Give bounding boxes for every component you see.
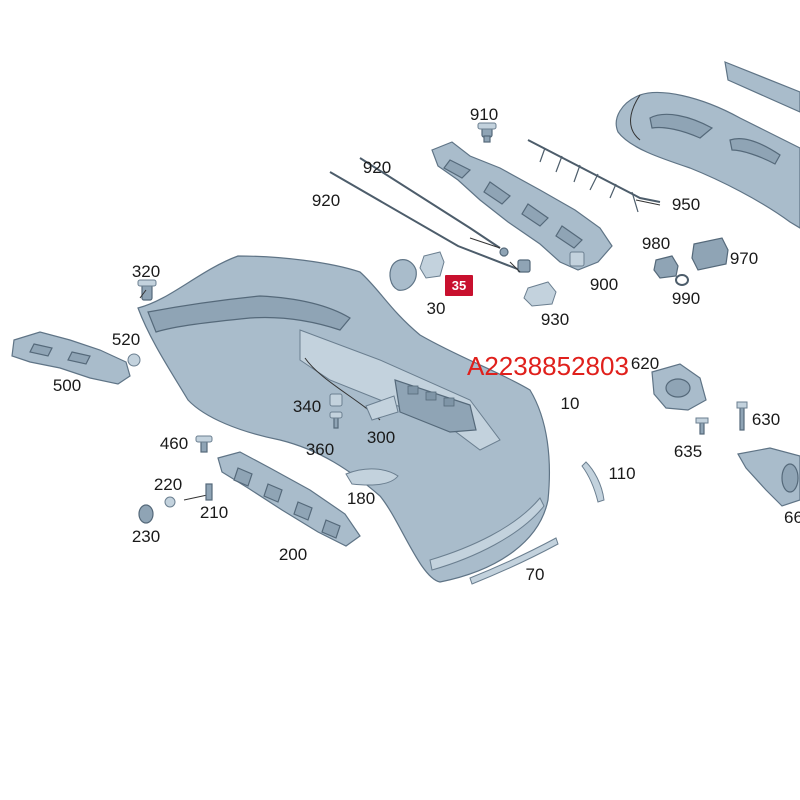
callout-labels: 910 920 920 950 980 970 900 990 930 320 … <box>53 105 800 584</box>
cable-920 <box>329 157 531 273</box>
callout-110: 110 <box>608 464 635 483</box>
clip-360 <box>329 411 343 429</box>
module-930 <box>523 281 557 307</box>
sensor-980 <box>653 255 679 279</box>
callout-635: 635 <box>674 442 702 461</box>
bracket-200 <box>217 451 361 547</box>
callout-70: 70 <box>526 565 545 584</box>
highlight-badge: 35 <box>445 275 473 296</box>
diffuser-panel <box>615 61 800 229</box>
bolt-630 <box>736 401 748 431</box>
callout-460: 460 <box>160 434 188 453</box>
clip-320 <box>137 279 157 301</box>
callout-320: 320 <box>132 262 160 281</box>
callout-220: 220 <box>154 475 182 494</box>
callout-66: 66 <box>784 508 800 527</box>
bracket-300 <box>365 395 399 421</box>
pin-210 <box>183 483 213 501</box>
bracket-900 <box>431 141 613 271</box>
svg-text:35: 35 <box>452 278 466 293</box>
callout-900: 900 <box>590 275 618 294</box>
callout-10: 10 <box>561 394 580 413</box>
part-number-annotation: A2238852803 <box>467 351 629 381</box>
harness-950 <box>527 139 661 213</box>
bolt-635 <box>695 417 709 435</box>
callout-300: 300 <box>367 428 395 447</box>
callout-180: 180 <box>347 489 375 508</box>
callout-30: 30 <box>427 299 446 318</box>
bumper-cover-10 <box>137 255 550 583</box>
callout-990: 990 <box>672 289 700 308</box>
callout-980: 980 <box>642 234 670 253</box>
clip-460 <box>195 435 213 453</box>
callout-630: 630 <box>752 410 780 429</box>
clip-910 <box>477 122 497 143</box>
trim-strip-70 <box>469 537 559 585</box>
grommet-230 <box>138 504 154 524</box>
grommet-220 <box>164 496 176 508</box>
trim-110 <box>581 461 605 503</box>
ring-990 <box>675 274 689 286</box>
callout-620: 620 <box>631 354 659 373</box>
callout-360: 360 <box>306 440 334 459</box>
callout-950: 950 <box>672 195 700 214</box>
callout-930: 930 <box>541 310 569 329</box>
housing-620 <box>651 363 707 411</box>
callout-920: 920 <box>312 191 340 210</box>
callout-230: 230 <box>132 527 160 546</box>
exhaust-tip-66 <box>737 447 800 507</box>
callout-340: 340 <box>293 397 321 416</box>
callout-520: 520 <box>112 330 140 349</box>
cover-30 <box>389 251 445 291</box>
callout-200: 200 <box>279 545 307 564</box>
clip-340 <box>329 393 343 407</box>
callout-910: 910 <box>470 105 498 124</box>
bracket-500 <box>11 331 131 385</box>
callout-500: 500 <box>53 376 81 395</box>
callout-920: 920 <box>363 158 391 177</box>
sensor-970 <box>691 237 729 271</box>
grommet-520 <box>127 353 141 367</box>
callout-970: 970 <box>730 249 758 268</box>
cover-180 <box>345 468 399 486</box>
callout-210: 210 <box>200 503 228 522</box>
leader-lines <box>139 199 661 299</box>
